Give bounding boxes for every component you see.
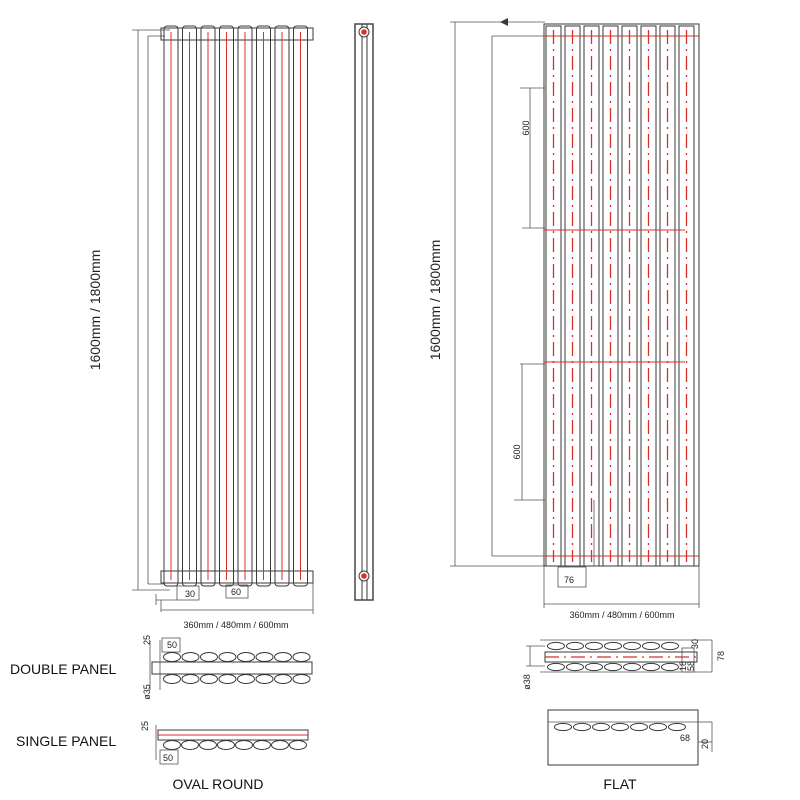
flat-panel-column [678, 25, 695, 567]
flat-tube-section [604, 641, 622, 651]
flat-panel-column [621, 25, 638, 567]
oval-double-dim-35: ø35 [142, 684, 152, 700]
flat-double-section [526, 639, 713, 673]
oval-side-view [354, 23, 374, 601]
flat-panel-column [583, 25, 600, 567]
flat-single-dim-68: 68 [680, 733, 690, 743]
flat-dim-76: 76 [564, 575, 574, 585]
oval-double-dim-25: 25 [142, 635, 152, 645]
flat-tube-section [585, 662, 603, 672]
flat-single-dim-20: 20 [700, 739, 710, 749]
oval-panel-column [237, 25, 253, 587]
flat-single-section [547, 709, 713, 766]
oval-tube-section [181, 652, 200, 662]
oval-tube-section [200, 674, 218, 684]
flat-double-dim-58: 58 [686, 661, 696, 671]
flat-height-label: 1600mm / 1800mm [427, 240, 443, 361]
oval-double-dim-50: 50 [167, 640, 177, 650]
oval-dim-60: 60 [231, 587, 241, 597]
flat-double-dim-18: 18 [678, 661, 688, 671]
flat-tube-section [566, 662, 584, 672]
double-panel-label: DOUBLE PANEL [10, 661, 117, 677]
oval-single-dim-25: 25 [140, 721, 150, 731]
oval-height-label: 1600mm / 1800mm [87, 250, 103, 371]
flat-panel-column [640, 25, 657, 567]
flat-double-dim-30: 30 [690, 639, 700, 649]
oval-tube-section [255, 652, 274, 662]
oval-panel-column [219, 25, 234, 587]
oval-panel-column [256, 25, 271, 587]
oval-side-bottom-connector-icon [361, 573, 367, 579]
flat-tube-section [585, 641, 603, 651]
flat-tube-section [573, 722, 591, 732]
oval-tube-section [255, 674, 274, 684]
flat-bracket-bottom-label: 600 [512, 444, 522, 459]
oval-tube-section [181, 740, 199, 750]
oval-dim-30: 30 [185, 589, 195, 599]
flat-title: FLAT [603, 776, 637, 792]
flat-tube-section [661, 662, 679, 672]
oval-width-label: 360mm / 480mm / 600mm [183, 620, 288, 630]
oval-tube-section [235, 740, 253, 750]
oval-tube-section [271, 740, 289, 750]
oval-front-view [132, 25, 314, 614]
flat-front-view [450, 18, 700, 608]
oval-tube-section [292, 652, 311, 662]
oval-tube-section [289, 740, 307, 750]
flat-double-dim-78: 78 [716, 651, 726, 661]
flat-panel-column [659, 25, 676, 567]
flat-tube-section [547, 641, 565, 651]
oval-tube-section [237, 652, 255, 662]
flat-panel-column [564, 25, 581, 567]
oval-panel-column [200, 25, 216, 587]
oval-side-top-connector-icon [361, 29, 367, 35]
oval-tube-section [274, 674, 292, 684]
oval-tube-section [217, 740, 235, 750]
flat-tube-section [661, 641, 679, 651]
flat-tube-section [642, 662, 660, 672]
oval-tube-section [163, 740, 181, 750]
oval-double-section [149, 637, 313, 690]
oval-panel-column [163, 25, 179, 587]
oval-tube-section [253, 740, 271, 750]
flat-panel-column [545, 25, 562, 567]
flat-tube-section [623, 641, 641, 651]
flat-tube-section [592, 722, 610, 732]
flat-tube-section [649, 722, 667, 732]
oval-round-title: OVAL ROUND [172, 776, 263, 792]
oval-tube-section [181, 674, 200, 684]
flat-tube-section [642, 641, 660, 651]
flat-tube-section [604, 662, 622, 672]
flat-tube-section [611, 722, 629, 732]
flat-panel-column [602, 25, 619, 567]
oval-panel-column [274, 25, 290, 587]
flat-tube-section [566, 641, 584, 651]
flat-tube-section [547, 662, 565, 672]
oval-tube-section [237, 674, 255, 684]
oval-tube-section [199, 740, 217, 750]
oval-tube-section [274, 652, 292, 662]
flat-tube-section [554, 722, 572, 732]
oval-tube-section [218, 674, 237, 684]
oval-tube-section [163, 674, 181, 684]
oval-panel-column [293, 25, 308, 587]
oval-single-dim-50: 50 [163, 753, 173, 763]
oval-tube-section [292, 674, 311, 684]
flat-tube-section [623, 662, 641, 672]
flat-bracket-top-label: 600 [521, 120, 531, 135]
oval-single-section [155, 725, 309, 765]
flat-width-label: 360mm / 480mm / 600mm [569, 610, 674, 620]
oval-tube-section [200, 652, 218, 662]
flat-tube-section [630, 722, 648, 732]
single-panel-label: SINGLE PANEL [16, 733, 116, 749]
oval-tube-section [218, 652, 237, 662]
flat-tube-section [668, 722, 686, 732]
oval-tube-section [163, 652, 181, 662]
flat-double-dim-38: ø38 [522, 674, 532, 690]
